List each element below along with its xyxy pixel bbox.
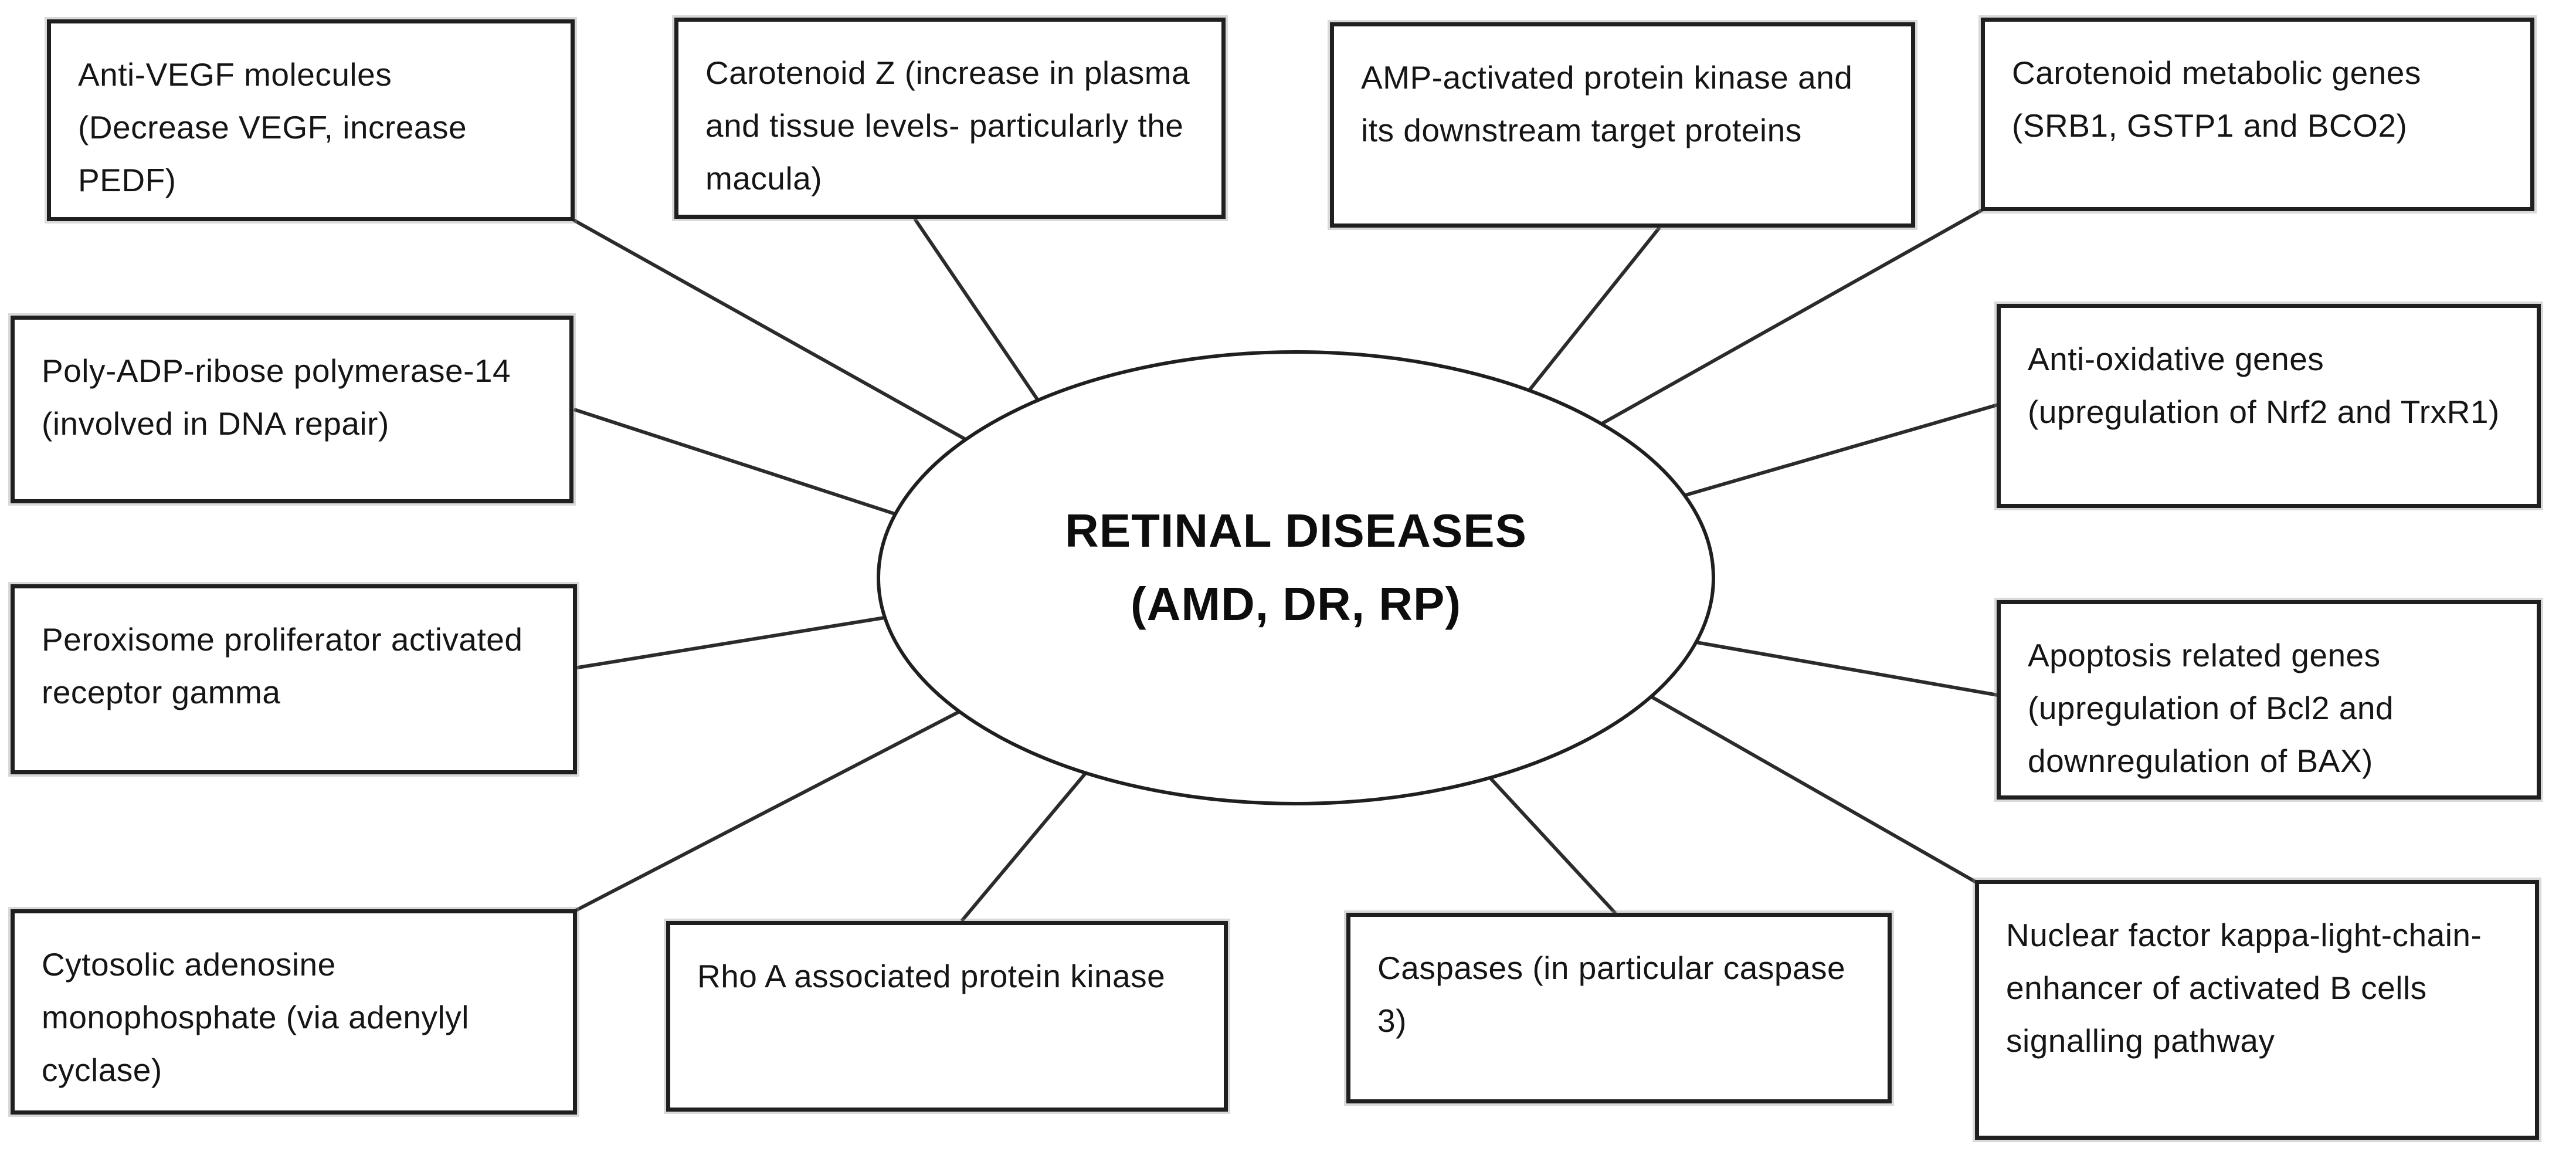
node-box-cytosolic-amp: Cytosolic adenosine monophosphate (via a… <box>11 909 577 1115</box>
node-box-poly-adp-ribose: Poly-ADP-ribose polymerase-14 (involved … <box>11 316 573 503</box>
node-box-anti-vegf-molecules: Anti-VEGF molecules (Decrease VEGF, incr… <box>47 19 575 221</box>
node-box-amp-activated-kinase: AMP-activated protein kinase and its dow… <box>1330 22 1915 228</box>
node-box-anti-oxidative-genes: Anti-oxidative genes (upregulation of Nr… <box>1997 304 2541 508</box>
central-node-title-line2: (AMD, DR, RP) <box>1130 578 1462 630</box>
connector-line-carotenoid-genes <box>1582 208 1983 436</box>
connector-line-poly-adp <box>573 408 939 530</box>
node-box-carotenoid-metabolic-genes: Carotenoid metabolic genes (SRB1, GSTP1 … <box>1981 18 2534 211</box>
node-box-ppar-gamma: Peroxisome proliferator activated recept… <box>11 584 577 774</box>
node-box-nf-kb-pathway: Nuclear factor kappa-light-chain-enhance… <box>1975 880 2539 1140</box>
central-node: RETINAL DISEASES (AMD, DR, RP) <box>915 494 1677 641</box>
node-box-caspases: Caspases (in particular caspase 3) <box>1346 913 1892 1103</box>
node-box-carotenoid-z: Carotenoid Z (increase in plasma and tis… <box>674 18 1226 219</box>
central-node-title-line1: RETINAL DISEASES <box>1065 504 1527 557</box>
central-node-ellipse <box>877 350 1715 805</box>
connector-line-nf-kb <box>1611 673 1978 885</box>
node-box-rho-a-kinase: Rho A associated protein kinase <box>666 921 1228 1112</box>
connector-line-cytosolic-amp <box>575 690 998 912</box>
connector-line-anti-vegf <box>572 218 1010 465</box>
node-box-apoptosis-related-genes: Apoptosis related genes (upregulation of… <box>1997 600 2541 800</box>
